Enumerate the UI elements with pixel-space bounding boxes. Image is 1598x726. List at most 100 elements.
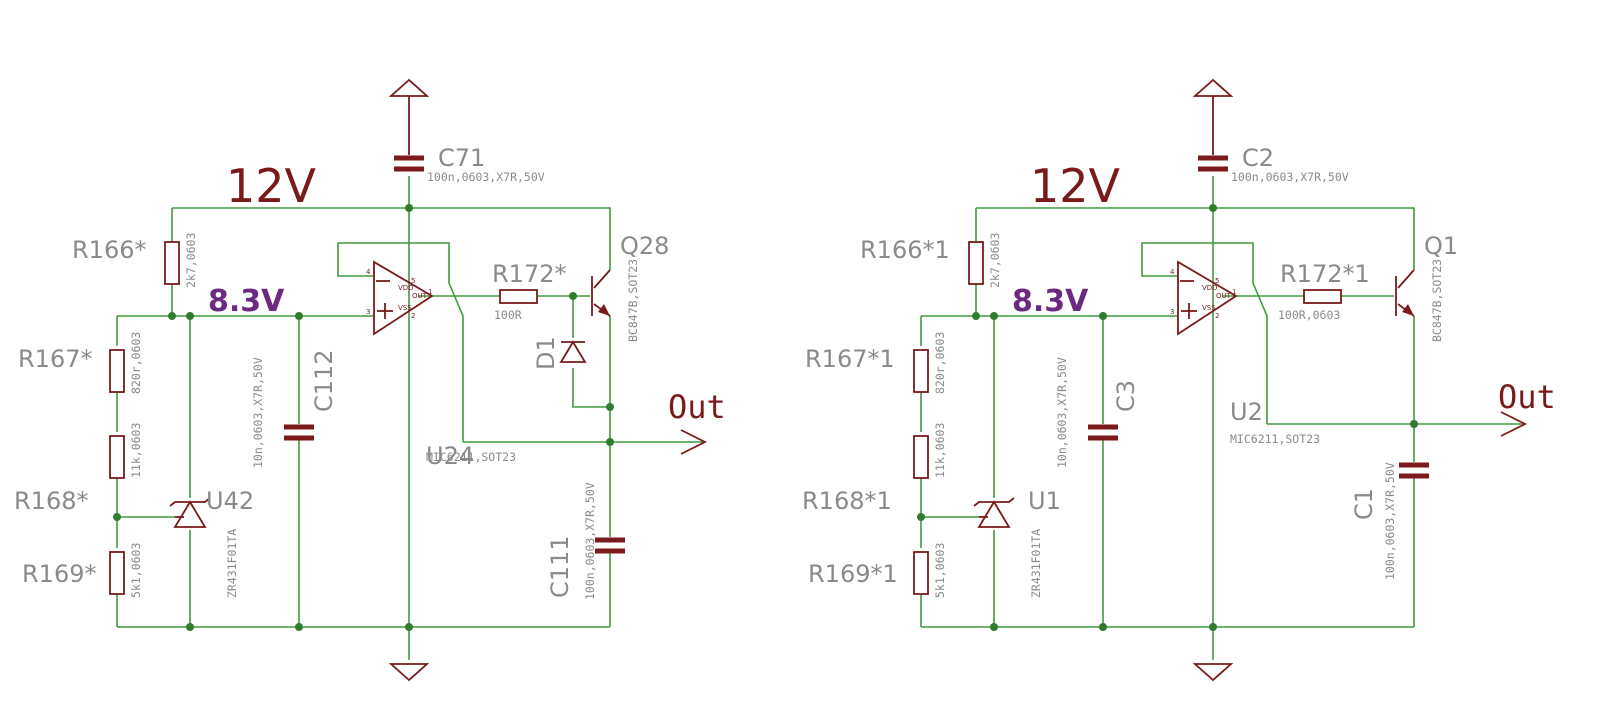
c3-name: C3 [1112, 380, 1140, 412]
svg-text:OUT: OUT [412, 292, 428, 300]
output-label: Out [1498, 378, 1556, 416]
resistor-r172-1: R172*1 100R,0603 [1278, 260, 1370, 322]
circuit-right: C2 100n,0603,X7R,50V 12V 8.3V R166*1 2k7… [802, 78, 1556, 682]
c71-name: C71 [438, 144, 485, 172]
r167-1-value: 820r,0603 [933, 332, 947, 394]
shunt-reference-u1: U1 ZR431F01TA [973, 487, 1061, 598]
output-label: Out [668, 388, 726, 426]
svg-text:OUT: OUT [1216, 292, 1232, 300]
ground-arrow-icon [388, 663, 430, 682]
reference-label: 8.3V [1012, 284, 1089, 319]
capacitor-c71: C71 100n,0603,X7R,50V [394, 144, 545, 184]
junctions-left [113, 204, 614, 631]
svg-text:2: 2 [411, 312, 415, 320]
svg-text:4: 4 [366, 268, 371, 276]
resistor-r167: R167* 820r,0603 [18, 332, 143, 394]
r167-value: 820r,0603 [129, 332, 143, 394]
r169-1-name: R169*1 [808, 560, 898, 588]
u2-name: U2 [1230, 398, 1263, 426]
c112-value: 10n,0603,X7R,50V [251, 357, 265, 468]
capacitor-c2: C2 100n,0603,X7R,50V [1198, 144, 1349, 184]
c71-value: 100n,0603,X7R,50V [427, 170, 545, 184]
supply-label: 12V [226, 159, 317, 213]
r167-name: R167* [18, 345, 92, 373]
transistor-q28: Q28 BC847B,SOT23 [591, 232, 669, 342]
r166-value: 2k7,0603 [184, 233, 198, 288]
c2-name: C2 [1242, 144, 1274, 172]
r172-1-value: 100R,0603 [1278, 308, 1340, 322]
resistor-r167-1: R167*1 820r,0603 [805, 332, 947, 394]
svg-text:4: 4 [1170, 268, 1175, 276]
r168-1-value: 11k,0603 [933, 423, 947, 478]
r172-1-name: R172*1 [1280, 260, 1370, 288]
u1-name: U1 [1028, 487, 1061, 515]
ground-arrow-icon [1192, 663, 1234, 682]
wires-right [920, 176, 1525, 660]
c111-value: 100n,0603,X7R,50V [583, 482, 597, 600]
capacitor-c1: C1 100n,0603,X7R,50V [1350, 462, 1429, 580]
output-arrow-icon [1500, 411, 1528, 437]
resistor-r168-1: R168*1 11k,0603 [802, 423, 947, 515]
c1-name: C1 [1350, 488, 1378, 520]
r169-value: 5k1,0603 [129, 543, 143, 598]
opamp-u2: 4 3 5 2 1 VDD VSS OUT U2 MIC6211,SOT23 [1170, 260, 1320, 446]
svg-text:VSS: VSS [1202, 304, 1216, 312]
c112-name: C112 [310, 349, 338, 412]
r168-name: R168* [14, 487, 88, 515]
wires-left [116, 176, 705, 660]
resistor-r166: R166* 2k7,0603 [72, 233, 198, 288]
resistor-r168: R168* 11k,0603 [14, 423, 143, 515]
svg-text:3: 3 [366, 308, 370, 316]
svg-text:1: 1 [1232, 288, 1236, 296]
supply-arrow-icon [388, 78, 430, 97]
c111-name: C111 [546, 535, 574, 598]
r169-1-value: 5k1,0603 [933, 543, 947, 598]
r166-1-value: 2k7,0603 [988, 233, 1002, 288]
u2-value: MIC6211,SOT23 [1230, 432, 1320, 446]
resistor-r169: R169* 5k1,0603 [22, 543, 143, 598]
svg-text:5: 5 [411, 277, 415, 285]
c2-value: 100n,0603,X7R,50V [1231, 170, 1349, 184]
q1-value: BC847B,SOT23 [1430, 259, 1444, 342]
svg-text:VDD: VDD [398, 284, 414, 292]
r166-name: R166* [72, 236, 146, 264]
diode-d1: D1 [532, 336, 587, 370]
svg-text:3: 3 [1170, 308, 1174, 316]
transistor-q1: Q1 BC847B,SOT23 [1395, 232, 1458, 342]
r166-1-name: R166*1 [860, 236, 950, 264]
resistor-r169-1: R169*1 5k1,0603 [808, 543, 947, 598]
r167-1-name: R167*1 [805, 345, 895, 373]
r172-name: R172* [492, 260, 566, 288]
svg-text:2: 2 [1215, 312, 1219, 320]
junctions-right [917, 204, 1418, 631]
svg-text:1: 1 [428, 288, 432, 296]
c1-value: 100n,0603,X7R,50V [1383, 462, 1397, 580]
r168-1-name: R168*1 [802, 487, 892, 515]
d1-name: D1 [532, 336, 560, 370]
r169-name: R169* [22, 560, 96, 588]
q1-name: Q1 [1424, 232, 1458, 260]
supply-label: 12V [1030, 159, 1121, 213]
resistor-r166-1: R166*1 2k7,0603 [860, 233, 1002, 288]
svg-text:5: 5 [1215, 277, 1219, 285]
c3-value: 10n,0603,X7R,50V [1055, 357, 1069, 468]
u24-name: U24 [426, 442, 474, 470]
output-arrow-icon [680, 429, 708, 455]
q28-value: BC847B,SOT23 [626, 259, 640, 342]
svg-text:VDD: VDD [1202, 284, 1218, 292]
r168-value: 11k,0603 [129, 423, 143, 478]
svg-text:VSS: VSS [398, 304, 412, 312]
resistor-r172: R172* 100R [492, 260, 566, 322]
supply-arrow-icon [1192, 78, 1234, 97]
capacitor-c3: C3 10n,0603,X7R,50V [1055, 357, 1140, 468]
shunt-reference-u42: U42 ZR431F01TA [169, 487, 254, 598]
u42-value: ZR431F01TA [225, 529, 239, 598]
capacitor-c112: C112 10n,0603,X7R,50V [251, 349, 338, 468]
capacitor-c111: C111 100n,0603,X7R,50V [546, 482, 625, 600]
opamp-u24: 4 3 5 2 1 VDD VSS OUT U24 MIC6211,SOT23 [366, 260, 516, 470]
r172-value: 100R [494, 308, 522, 322]
u1-value: ZR431F01TA [1029, 529, 1043, 598]
u42-name: U42 [206, 487, 254, 515]
u24-value: MIC6211,SOT23 [426, 450, 516, 464]
